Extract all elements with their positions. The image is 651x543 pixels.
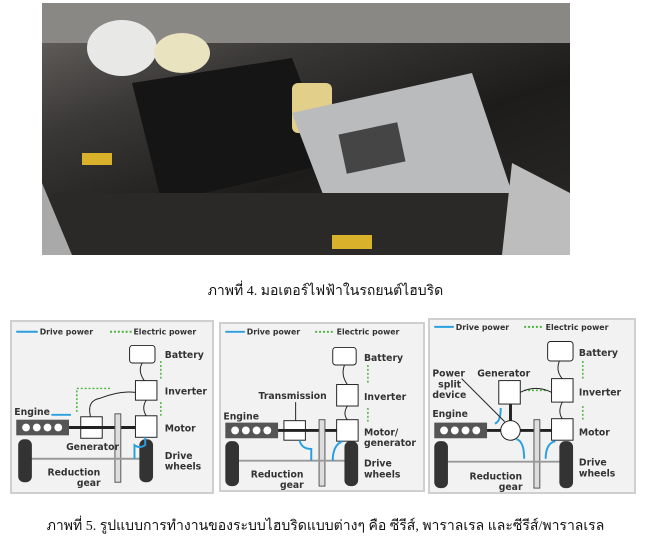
diagram-label: Drive <box>165 451 193 462</box>
diagram-label: wheels <box>579 468 616 479</box>
diagram-label: Electric power <box>337 328 400 337</box>
diagram-label: Battery <box>165 350 204 361</box>
diagram-label: Battery <box>364 353 403 364</box>
parallel-hybrid-diagram: Drive power Electric power Battery Trans… <box>219 322 425 492</box>
diagram-label: Drive power <box>247 328 301 337</box>
figure-5-caption: ภาพที่ 5. รูปแบบการทำงานของระบบไฮบริดแบบ… <box>46 519 605 534</box>
legend-drive-power: Drive power <box>40 328 94 337</box>
hybrid-motor-photo <box>42 3 570 255</box>
diagram-label: Reduction <box>251 469 304 480</box>
diagram-label: gear <box>280 480 304 490</box>
diagram-label: Inverter <box>165 386 208 397</box>
diagram-label: gear <box>499 482 523 492</box>
diagram-label: Drive <box>364 459 392 470</box>
figure-4-caption: ภาพที่ 4. มอเตอร์ไฟฟ้าในรถยนต์ไฮบริด <box>207 284 444 299</box>
series-hybrid-diagram: Drive power Electric power Battery Inver… <box>10 320 214 494</box>
diagram-label: Inverter <box>364 392 407 403</box>
diagram-label: Motor/ <box>364 427 399 438</box>
diagram-label: Reduction <box>48 467 101 478</box>
diagram-label: Drive power <box>456 323 510 332</box>
diagram-label: Generator <box>477 369 530 380</box>
diagram-label: Power <box>432 369 465 380</box>
diagram-label: wheels <box>165 462 202 473</box>
diagram-label: Engine <box>14 407 50 418</box>
diagram-label: Drive <box>579 458 607 469</box>
legend-electric-power: Electric power <box>133 328 196 337</box>
diagram-label: Electric power <box>546 323 609 332</box>
diagram-label: Motor <box>579 427 610 438</box>
diagram-label: device <box>432 390 466 401</box>
diagram-label: Engine <box>432 409 468 420</box>
series-parallel-hybrid-diagram: Drive power Electric power Battery Power… <box>428 318 636 494</box>
diagram-label: Transmission <box>259 391 327 402</box>
diagram-label: Generator <box>66 442 119 453</box>
diagram-label: Motor <box>165 423 196 434</box>
diagram-label: Reduction <box>469 471 522 482</box>
diagram-label: wheels <box>364 469 401 480</box>
diagram-label: gear <box>77 478 101 489</box>
diagram-label: generator <box>364 438 416 449</box>
engine-bay-illustration <box>42 3 570 255</box>
diagram-label: Engine <box>223 412 259 423</box>
diagram-label: split <box>438 379 461 390</box>
diagram-label: Inverter <box>579 387 622 398</box>
diagram-label: Battery <box>579 348 618 359</box>
